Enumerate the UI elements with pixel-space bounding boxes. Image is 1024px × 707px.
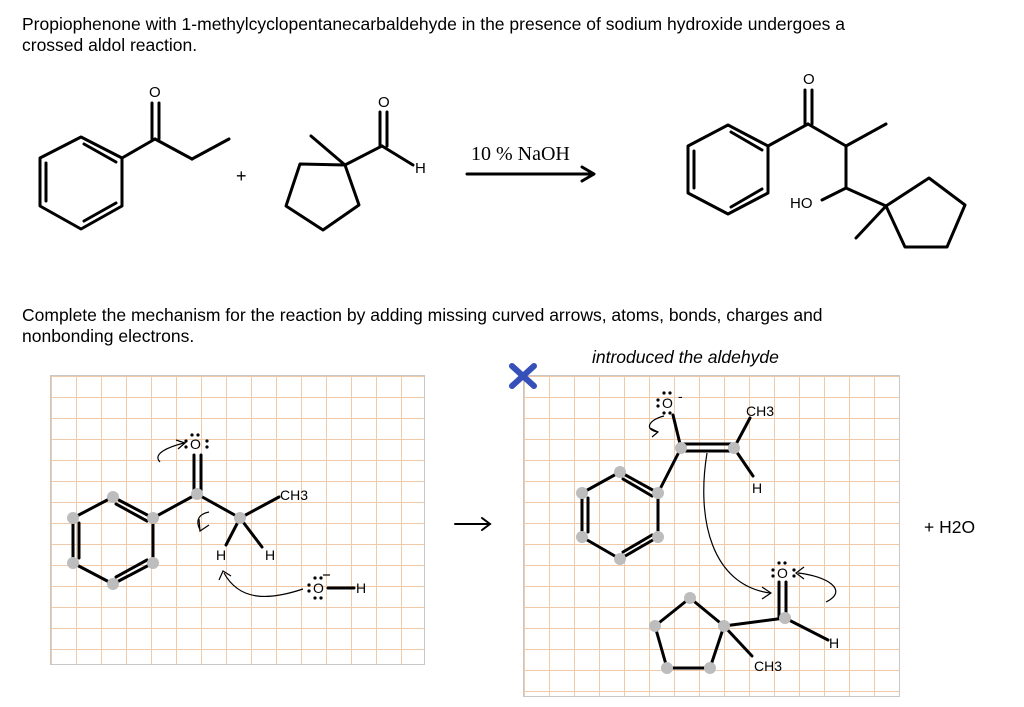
aldehyde-hydrogen-label: H [415, 160, 426, 177]
left-hydrogen-2: H [265, 547, 275, 563]
vinyl-hydrogen: H [752, 480, 762, 496]
product-cyclopentane-ring [884, 176, 967, 249]
enolate-charge: - [678, 388, 683, 404]
ketone-oxygen-label: O [149, 84, 161, 101]
plus-sign: + [236, 166, 247, 186]
question-line-2: crossed aldol reaction. [22, 35, 198, 55]
step-note: introduced the aldehyde [592, 347, 779, 367]
left-hydrogen-1: H [216, 547, 226, 563]
instructions-line-1: Complete the mechanism for the reaction … [22, 305, 823, 325]
question-line-1: Propiophenone with 1-methylcyclopentanec… [22, 14, 846, 34]
x-mark-icon[interactable] [509, 363, 537, 389]
product-hydroxyl-label: HO [790, 195, 813, 212]
ring-methyl-label: CH3 [754, 658, 782, 674]
cyclopentane-ring [284, 162, 361, 232]
hydroxide-oxygen: O [313, 580, 324, 596]
byproduct-label: + H2O [924, 517, 976, 537]
reagent-label: 10 % NaOH [471, 143, 570, 165]
left-methyl-label: CH3 [280, 487, 308, 503]
left-carbonyl-oxygen: O [190, 436, 201, 452]
enolate-oxygen: O [662, 395, 673, 411]
product-oxygen-label: O [803, 71, 815, 88]
aldehyde-oxygen: O [777, 565, 788, 581]
aldehyde-oxygen-label: O [378, 94, 390, 111]
hydroxide-hydrogen: H [356, 580, 366, 596]
aldehyde-hydrogen: H [829, 635, 839, 651]
instructions-line-2: nonbonding electrons. [22, 326, 195, 346]
right-methyl-label: CH3 [746, 403, 774, 419]
